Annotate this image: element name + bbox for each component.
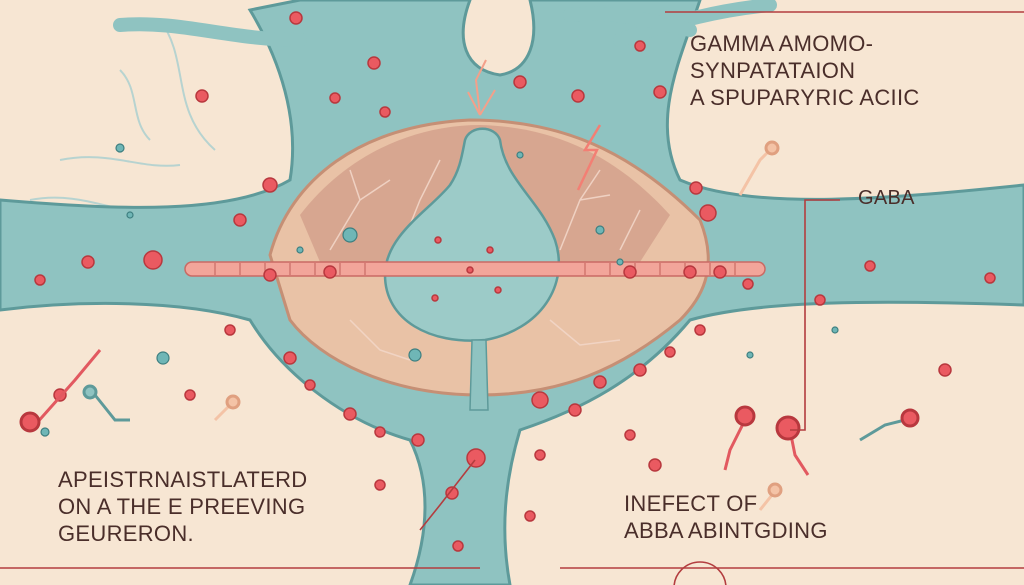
left-label-line-3: GEURERON. xyxy=(58,521,194,546)
spark-icon xyxy=(467,59,496,116)
top-label-line-2: SYNPATATAION xyxy=(690,58,856,83)
receptor-proteins xyxy=(19,140,920,511)
right-label: INEFECT OF ABBA ABINTGDING xyxy=(624,490,828,544)
top-label: GAMMA AMOMO- SYNPATATAION A SPUPARYRIC A… xyxy=(690,30,920,111)
cleft-capillaries xyxy=(329,159,641,361)
axon-stalk xyxy=(469,339,489,411)
left-label-line-1: APEISTRNAISTLATERD xyxy=(58,467,308,492)
background-dendrites xyxy=(29,19,216,212)
gaba-vesicles xyxy=(34,11,996,552)
gaba-molecules xyxy=(40,143,839,437)
neuron-branches xyxy=(113,0,777,47)
left-label: APEISTRNAISTLATERD ON A THE E PREEVING G… xyxy=(58,466,307,547)
lightning-icon xyxy=(576,124,602,191)
right-label-line-2: ABBA ABINTGDING xyxy=(624,518,828,543)
callout-lines xyxy=(0,11,1024,585)
left-label-line-2: ON A THE E PREEVING xyxy=(58,494,306,519)
gaba-label: GABA xyxy=(858,187,915,209)
top-label-line-3: A SPUPARYRIC ACIIC xyxy=(690,85,920,110)
right-label-line-1: INEFECT OF xyxy=(624,491,758,516)
top-label-line-1: GAMMA AMOMO- xyxy=(690,31,874,56)
